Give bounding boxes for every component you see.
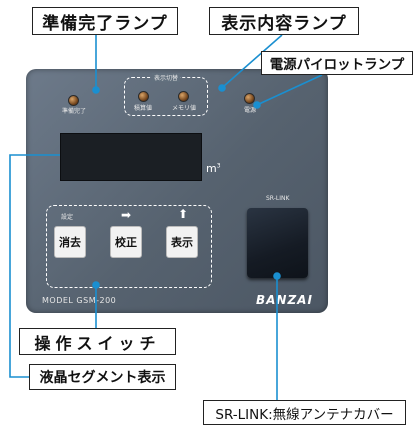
ready-led-label: 準備完了 <box>62 108 87 115</box>
unit-label: m3 <box>206 162 221 175</box>
model-label: MODEL GSM-200 <box>42 296 117 305</box>
unit-text: m <box>206 162 217 175</box>
display-button[interactable]: 表示 <box>166 226 198 258</box>
lcd-display <box>60 133 202 181</box>
total-value-label: 積算値 <box>134 105 153 112</box>
callout-power-lamp: 電源パイロットランプ <box>261 51 413 75</box>
right-arrow-icon: ➡ <box>121 208 132 222</box>
callout-display-lamp: 表示内容ランプ <box>209 7 359 35</box>
power-led-label: 電源 <box>244 107 257 114</box>
switch-leader-dot <box>92 281 100 289</box>
power-leader <box>258 74 323 105</box>
total-value-led <box>138 91 149 102</box>
display-leader <box>223 34 283 87</box>
callout-lcd: 液晶セグメント表示 <box>29 364 176 390</box>
control-panel: 準備完了 表示切替 積算値 メモリ値 電源 m3 設定 ➡ ⬆ 消去 校正 表示… <box>26 69 328 313</box>
callout-ready-lamp: 準備完了ランプ <box>32 7 178 35</box>
callout-switches: 操作スイッチ <box>19 328 176 355</box>
keys-header: 設定 <box>61 214 74 221</box>
brand-logo: BANZAI <box>256 293 313 307</box>
antenna-cover <box>247 208 308 278</box>
memory-value-led <box>178 91 189 102</box>
memory-value-label: メモリ値 <box>172 105 197 112</box>
display-leader-dot <box>218 84 226 92</box>
unit-superscript: 3 <box>216 162 221 170</box>
antenna-leader-dot <box>273 272 281 280</box>
switch-group <box>46 205 212 288</box>
lcd-leader <box>9 154 60 378</box>
ready-leader-dot <box>92 86 100 94</box>
calibrate-button[interactable]: 校正 <box>110 226 142 258</box>
ready-led <box>68 95 79 106</box>
clear-button[interactable]: 消去 <box>54 226 86 258</box>
antenna-label: SR-LINK <box>266 195 290 202</box>
power-leader-dot <box>253 101 261 109</box>
power-led <box>244 93 255 104</box>
display-mode-header: 表示切替 <box>152 73 181 82</box>
up-arrow-icon: ⬆ <box>178 207 189 221</box>
callout-antenna: SR-LINK:無線アンテナカバー <box>203 400 406 425</box>
